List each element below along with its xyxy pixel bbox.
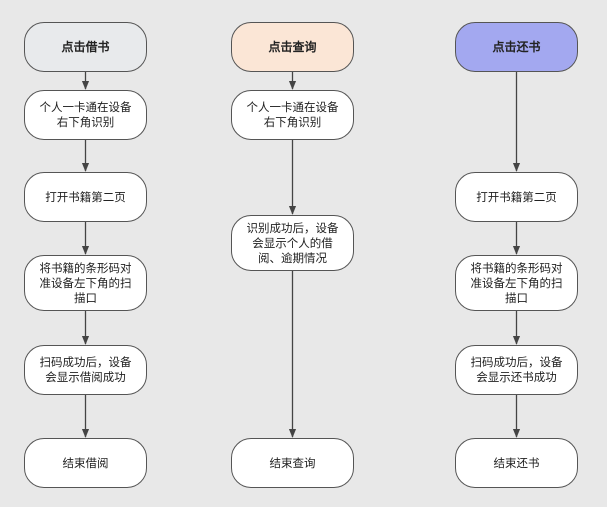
query-step-show-records: 识别成功后，设备 会显示个人的借 阅、逾期情况 xyxy=(231,215,354,271)
end-borrow-node: 结束借阅 xyxy=(24,438,147,488)
borrow-step-align-barcode: 将书籍的条形码对 准设备左下角的扫 描口 xyxy=(24,255,147,311)
end-query-node: 结束查询 xyxy=(231,438,354,488)
return-step-scan-success: 扫码成功后，设备 会显示还书成功 xyxy=(455,345,578,395)
borrow-step-card-scan: 个人一卡通在设备 右下角识别 xyxy=(24,90,147,140)
start-borrow-node: 点击借书 xyxy=(24,22,147,72)
start-return-node: 点击还书 xyxy=(455,22,578,72)
query-step-card-scan: 个人一卡通在设备 右下角识别 xyxy=(231,90,354,140)
end-return-node: 结束还书 xyxy=(455,438,578,488)
start-query-node: 点击查询 xyxy=(231,22,354,72)
return-step-align-barcode: 将书籍的条形码对 准设备左下角的扫 描口 xyxy=(455,255,578,311)
borrow-step-open-page: 打开书籍第二页 xyxy=(24,172,147,222)
borrow-step-scan-success: 扫码成功后，设备 会显示借阅成功 xyxy=(24,345,147,395)
return-step-open-page: 打开书籍第二页 xyxy=(455,172,578,222)
